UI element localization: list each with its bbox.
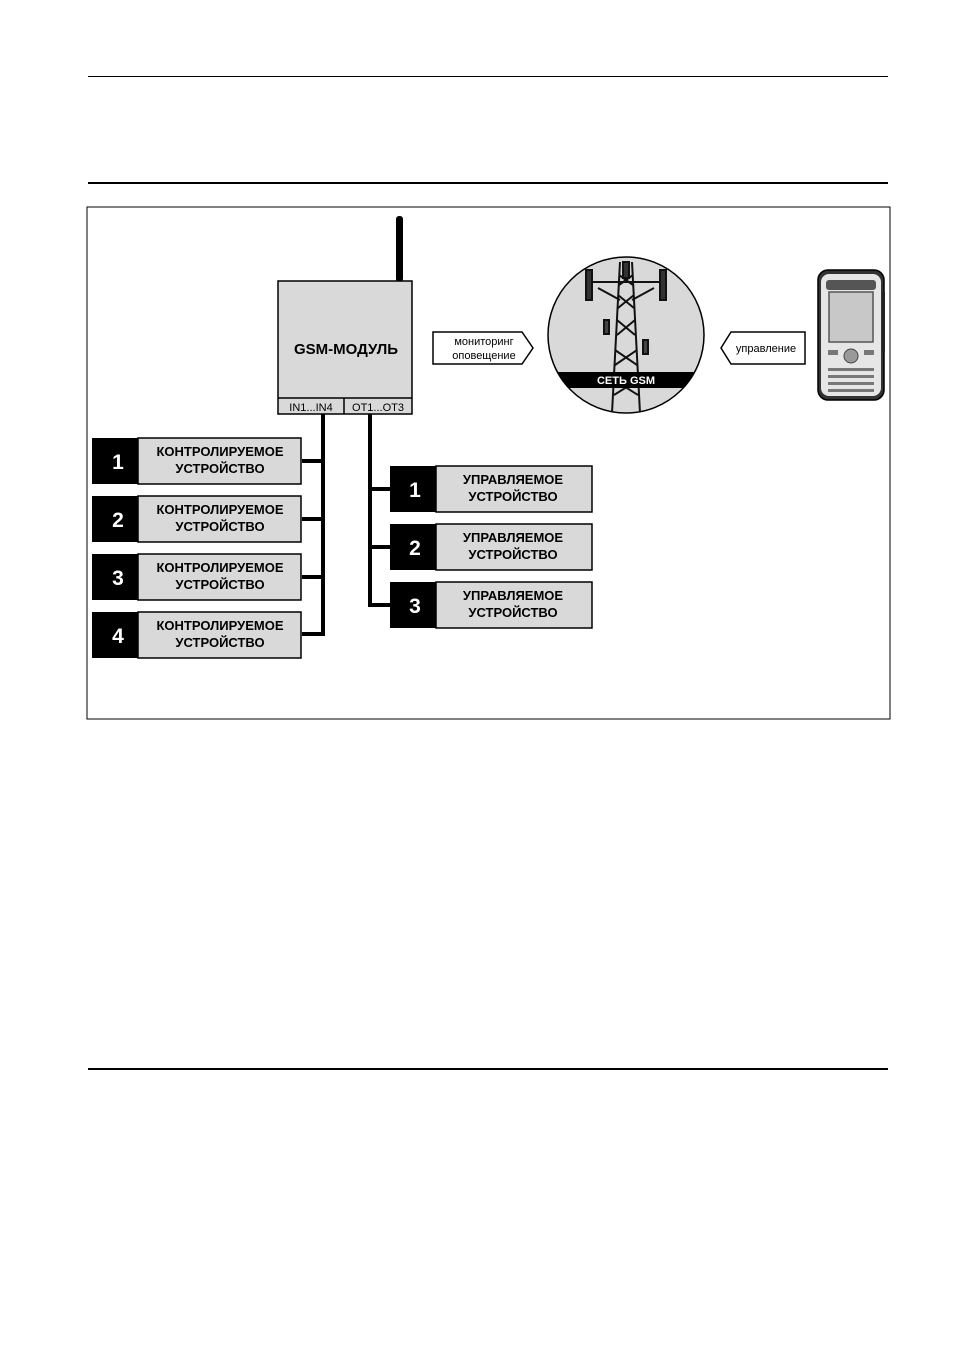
monitored-device-number: 2 xyxy=(112,509,124,532)
controlled-device-number: 1 xyxy=(409,479,421,502)
control-arrow: управление xyxy=(720,331,806,365)
monitored-device-number: 3 xyxy=(112,567,124,590)
notification-label: оповещение xyxy=(452,350,515,362)
controlled-device-label-1: УПРАВЛЯЕМОЕ xyxy=(463,530,563,545)
monitored-device-1: 1 КОНТРОЛИРУЕМОЕ УСТРОЙСТВО xyxy=(92,437,302,485)
monitored-device-number: 1 xyxy=(112,451,124,474)
gsm-network: СЕТЬ GSM xyxy=(547,256,705,414)
monitored-device-2: 2 КОНТРОЛИРУЕМОЕ УСТРОЙСТВО xyxy=(92,495,302,543)
header-rule xyxy=(88,182,888,184)
controlled-device-2: 2 УПРАВЛЯЕМОЕ УСТРОЙСТВО xyxy=(390,523,593,571)
module-inputs-label: IN1...IN4 xyxy=(289,402,332,414)
network-label-bar xyxy=(548,372,704,388)
controlled-device-label-2: УСТРОЙСТВО xyxy=(468,605,557,620)
monitored-device-label-1: КОНТРОЛИРУЕМОЕ xyxy=(157,444,284,459)
output-bus xyxy=(368,414,391,607)
controlled-device-label-1: УПРАВЛЯЕМОЕ xyxy=(463,588,563,603)
input-bus xyxy=(302,414,325,636)
control-label: управление xyxy=(736,343,796,355)
monitoring-arrow: мониторинг оповещение xyxy=(432,331,534,365)
monitored-device-4: 4 КОНТРОЛИРУЕМОЕ УСТРОЙСТВО xyxy=(92,611,302,659)
monitored-device-label-1: КОНТРОЛИРУЕМОЕ xyxy=(157,560,284,575)
monitoring-label: мониторинг xyxy=(454,336,513,348)
module-title: GSM-МОДУЛЬ xyxy=(294,341,398,358)
top-rule xyxy=(88,76,888,77)
monitored-device-3: 3 КОНТРОЛИРУЕМОЕ УСТРОЙСТВО xyxy=(92,553,302,601)
controlled-device-label-2: УСТРОЙСТВО xyxy=(468,547,557,562)
monitored-device-label-1: КОНТРОЛИРУЕМОЕ xyxy=(157,502,284,517)
monitored-device-number: 4 xyxy=(112,625,124,648)
controlled-device-label-2: УСТРОЙСТВО xyxy=(468,489,557,504)
footer-rule xyxy=(88,1068,888,1070)
controlled-device-number: 2 xyxy=(409,537,421,560)
monitored-device-label-2: УСТРОЙСТВО xyxy=(175,519,264,534)
controlled-device-1: 1 УПРАВЛЯЕМОЕ УСТРОЙСТВО xyxy=(390,465,593,513)
network-label: СЕТЬ GSM xyxy=(597,375,655,387)
gsm-module: GSM-МОДУЛЬ IN1...IN4 OT1...OT3 xyxy=(277,280,413,415)
monitored-device-label-2: УСТРОЙСТВО xyxy=(175,635,264,650)
cell-tower-icon xyxy=(585,261,667,413)
monitored-device-label-2: УСТРОЙСТВО xyxy=(175,577,264,592)
controlled-device-3: 3 УПРАВЛЯЕМОЕ УСТРОЙСТВО xyxy=(390,581,593,629)
monitored-device-label-1: КОНТРОЛИРУЕМОЕ xyxy=(157,618,284,633)
figure-frame xyxy=(86,206,891,720)
mobile-phone-icon xyxy=(817,269,885,401)
controlled-device-number: 3 xyxy=(409,595,421,618)
controlled-device-label-1: УПРАВЛЯЕМОЕ xyxy=(463,472,563,487)
module-outputs-label: OT1...OT3 xyxy=(352,402,404,414)
antenna-icon xyxy=(396,216,403,282)
monitored-device-label-2: УСТРОЙСТВО xyxy=(175,461,264,476)
